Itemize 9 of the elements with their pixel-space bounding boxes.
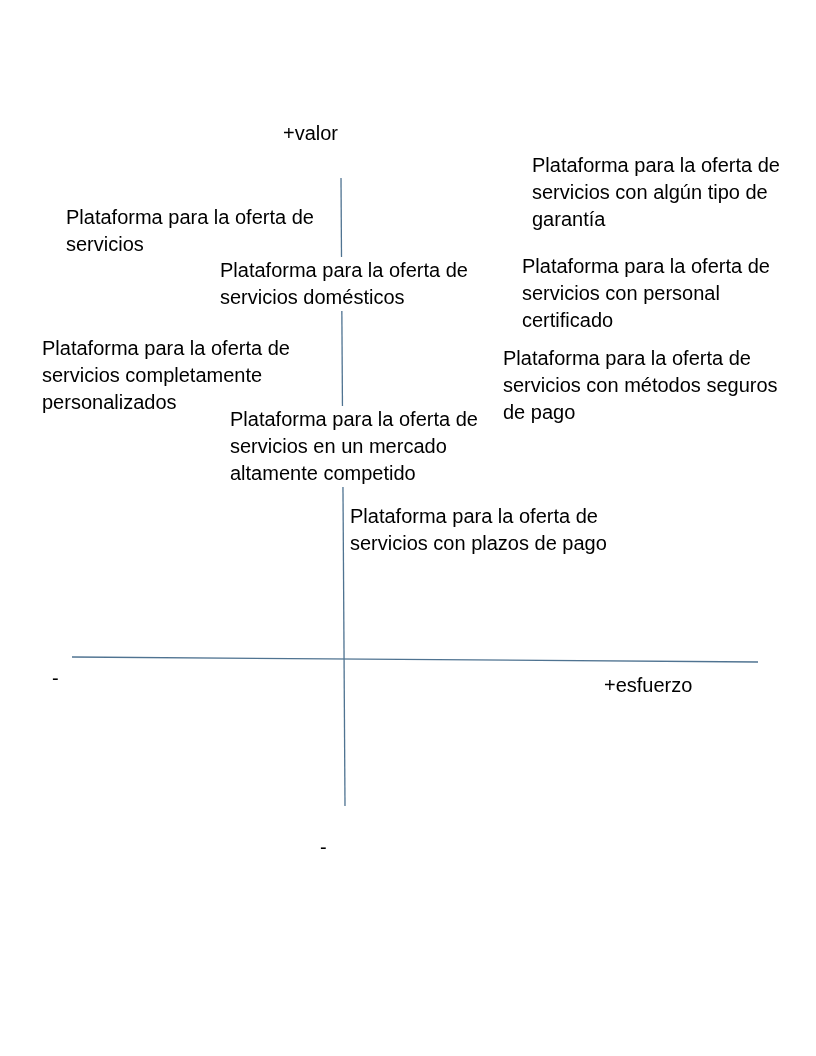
quadrant-note: Plataforma para la oferta de servicios con personal certificado (522, 254, 771, 333)
axis-label: - (320, 835, 327, 860)
axis-label: +esfuerzo (604, 673, 693, 698)
axis-label: +valor (283, 121, 339, 146)
quadrant-note: Plataforma para la oferta de servicios con plazos de pago (350, 504, 608, 556)
quadrant-note: Plataforma para la oferta de servicios (66, 205, 315, 257)
quadrant-note: Plataforma para la oferta de servicios con métodos seguros de pago (503, 346, 779, 425)
quadrant-note: Plataforma para la oferta de servicios con algún tipo de garantía (532, 153, 781, 232)
axis-label: - (52, 666, 59, 691)
